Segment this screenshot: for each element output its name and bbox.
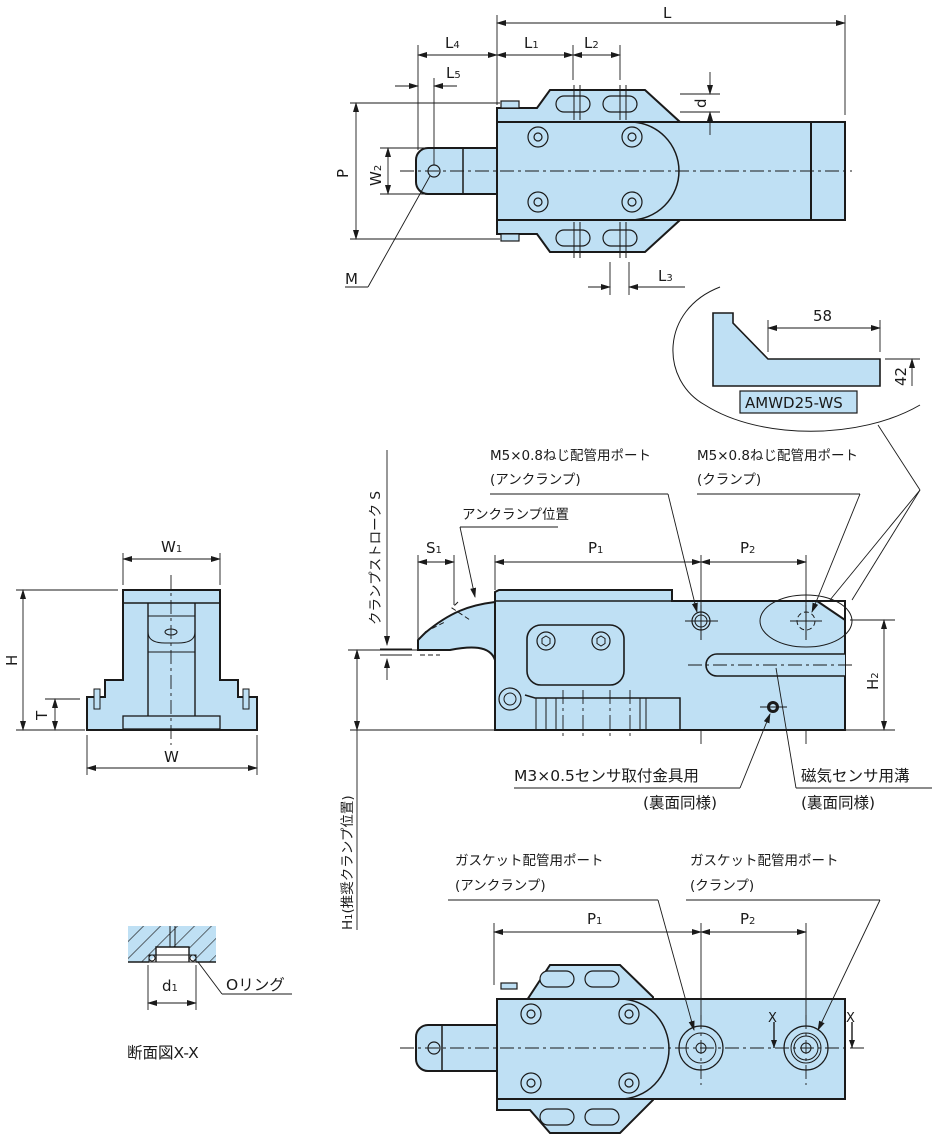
dim-H1-label: H1(推奨クランプ位置) [340, 795, 356, 930]
dim-W-label: W [164, 748, 179, 766]
front-base-plate [122, 715, 221, 730]
side-clamp-arm [417, 600, 496, 661]
dim-bottom-P1-label: P1 [587, 910, 602, 928]
section-caption: 断面図X-X [127, 1044, 199, 1062]
detail-leader [829, 489, 921, 601]
top-view: L L4 L1 L2 L5 d P W2 M [334, 4, 852, 295]
side-sensor-groove-label-2: (裏面同様) [801, 793, 875, 812]
section-mark-x-left: X [768, 1011, 777, 1026]
top-screws [527, 126, 643, 213]
side-fin-lines [535, 690, 647, 740]
dim-L-label: L [663, 4, 672, 22]
top-tab-upper [500, 100, 520, 109]
front-side-bolt-right [242, 688, 250, 710]
side-unclamp-position-leader [459, 526, 477, 598]
dim-L3-label: L3 [658, 267, 673, 285]
bottom-view: P1 P2 ガスケット配管用ポート (アンクランプ) ガスケット配管用ポート (… [400, 853, 881, 1134]
dim-L1-label: L1 [524, 34, 539, 52]
front-side-bolt-left [93, 688, 101, 710]
side-sensor-bracket-leader [739, 713, 771, 789]
side-chamfer [813, 600, 846, 622]
section-oring-right [189, 954, 197, 962]
dim-d1-label: d1 [162, 977, 178, 995]
detail-dim-58-label: 58 [813, 307, 832, 325]
detail-tag-label: AMWD25-WS [745, 394, 843, 412]
section-oring-left [148, 954, 156, 962]
dim-H2-label: H2 [864, 672, 882, 690]
dim-stroke-S-label: クランプストローク S [368, 491, 384, 625]
section-oring-leader [197, 961, 223, 995]
side-unclamp-ghost [420, 601, 471, 656]
bottom-slots [539, 970, 620, 1126]
dim-d-label: d [692, 98, 710, 108]
side-port-unclamp-label-1: M5×0.8ねじ配管用ポート [490, 448, 651, 464]
side-port-unclamp-label-2: (アンクランプ) [490, 472, 581, 488]
dim-W2-label: W2 [367, 165, 385, 186]
bottom-gasket-clamp-label-2: (クランプ) [690, 878, 754, 894]
bottom-gasket-unclamp-leader [657, 899, 695, 1031]
top-slots [555, 85, 638, 258]
detail-bubble: 58 42 AMWD25-WS [672, 286, 921, 601]
dim-L5-label: L5 [446, 64, 461, 82]
detail-jaw-profile [712, 312, 881, 387]
dim-M-label: M [345, 270, 358, 288]
detail-tag-box [739, 390, 858, 414]
section-oring-label: Oリング [226, 976, 285, 994]
side-pivot [498, 687, 522, 711]
dim-T-label: T [33, 710, 51, 721]
bottom-gasket-unclamp-label-1: ガスケット配管用ポート [455, 853, 604, 869]
side-unclamp-position-label: アンクランプ位置 [462, 507, 569, 523]
section-hatch [128, 926, 216, 962]
dim-M-leader [367, 175, 431, 288]
side-port-unclamp-leader [667, 493, 698, 613]
dim-bottom-P2-label: P2 [740, 910, 755, 928]
side-sensor-bracket-label-1: M3×0.5センサ取付金具用 [514, 767, 699, 785]
side-view: M5×0.8ねじ配管用ポート (アンクランプ) M5×0.8ねじ配管用ポート (… [340, 448, 932, 930]
detail-dim-42-label: 42 [892, 367, 910, 386]
side-sensor-bracket-label-2: (裏面同様) [643, 793, 717, 812]
bottom-gasket-clamp-label-1: ガスケット配管用ポート [690, 853, 839, 869]
bottom-gasket-unclamp-label-2: (アンクランプ) [455, 878, 546, 894]
side-port-clamp-label-1: M5×0.8ねじ配管用ポート [697, 448, 858, 464]
detail-ellipse-outline [672, 286, 921, 432]
side-port-clamp-leader [811, 493, 861, 613]
dim-L2-label: L2 [584, 34, 599, 52]
bottom-piston-arc [619, 998, 670, 1100]
dim-side-P2-label: P2 [740, 539, 755, 557]
front-view: W1 W H T [3, 538, 258, 775]
dim-W1-label: W1 [161, 538, 182, 556]
side-port-clamp-label-2: (クランプ) [697, 472, 761, 488]
top-tab-lower [500, 233, 520, 242]
bottom-screws [520, 1003, 640, 1094]
section-view: d1 Oリング 断面図X-X [127, 926, 292, 1062]
dim-S1-label: S1 [426, 539, 442, 557]
section-mark-x-right: X [846, 1011, 855, 1026]
dim-H-label: H [3, 655, 21, 666]
dim-P-label: P [334, 169, 352, 178]
side-sensor-groove-leader [775, 667, 797, 789]
dim-L4-label: L4 [445, 34, 460, 52]
bottom-gasket-clamp-leader [817, 899, 881, 1031]
dim-side-P1-label: P1 [588, 539, 603, 557]
side-sensor-groove-label-1: 磁気センサ用溝 [801, 767, 910, 785]
front-body [86, 589, 258, 731]
